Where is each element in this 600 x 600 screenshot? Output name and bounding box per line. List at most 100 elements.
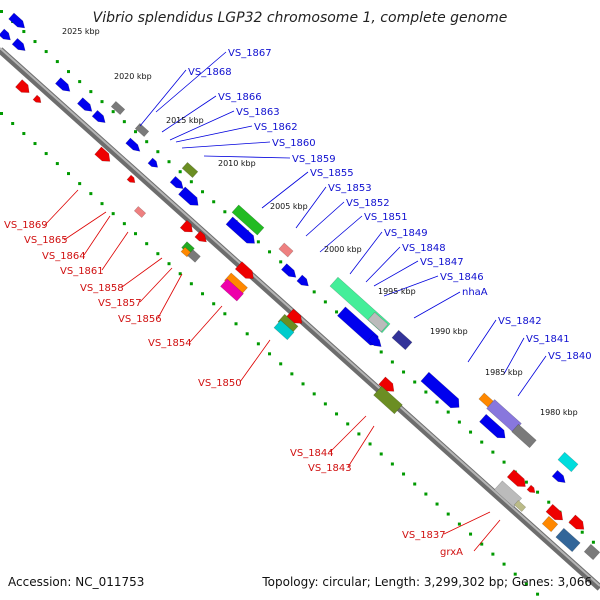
gene-label[interactable]: VS_1843 <box>308 463 352 474</box>
gene-feature[interactable] <box>0 28 13 43</box>
gene-feature[interactable] <box>281 263 298 281</box>
gene-feature[interactable] <box>493 480 523 508</box>
gene-feature[interactable] <box>420 371 463 412</box>
leader-line <box>473 519 501 552</box>
guide-dot <box>212 200 216 204</box>
gene-label[interactable]: VS_1855 <box>310 168 354 179</box>
gene-feature[interactable] <box>178 186 201 209</box>
gene-label[interactable]: VS_1857 <box>98 298 142 309</box>
gene-label[interactable]: VS_1854 <box>148 338 192 349</box>
guide-dot <box>156 252 160 256</box>
gene-feature[interactable] <box>77 97 94 115</box>
gene-feature[interactable] <box>479 413 508 441</box>
gene-feature[interactable] <box>545 503 566 523</box>
guide-dot <box>167 160 171 164</box>
gene-feature[interactable] <box>506 469 529 491</box>
gene-feature[interactable] <box>32 94 43 105</box>
guide-dot <box>491 450 495 454</box>
gene-feature[interactable] <box>133 206 147 218</box>
gene-feature[interactable] <box>583 543 600 561</box>
gene-feature[interactable] <box>231 204 265 236</box>
gene-label[interactable]: VS_1847 <box>420 257 464 268</box>
gene-label[interactable]: VS_1846 <box>440 272 484 283</box>
gene-feature[interactable] <box>110 101 126 115</box>
gene-feature[interactable] <box>11 37 28 53</box>
gene-label[interactable]: nhaA <box>462 287 488 298</box>
gene-feature[interactable] <box>225 216 258 247</box>
gene-label[interactable]: VS_1849 <box>384 228 428 239</box>
gene-label[interactable]: VS_1850 <box>198 378 242 389</box>
gene-label[interactable]: VS_1866 <box>218 92 262 103</box>
gene-feature[interactable] <box>125 137 143 154</box>
gene-label[interactable]: VS_1841 <box>526 334 570 345</box>
guide-dot <box>446 410 450 414</box>
gene-label[interactable]: VS_1856 <box>118 314 162 325</box>
leader-line <box>169 110 235 141</box>
gene-feature[interactable] <box>296 274 311 289</box>
gene-feature[interactable] <box>541 515 559 533</box>
gene-label[interactable]: VS_1852 <box>346 198 390 209</box>
gene-label[interactable]: VS_1864 <box>42 251 86 262</box>
gene-feature[interactable] <box>568 514 588 533</box>
gene-label[interactable]: VS_1865 <box>24 235 68 246</box>
gene-feature[interactable] <box>126 174 137 185</box>
gene-label[interactable]: VS_1842 <box>498 316 542 327</box>
leader-line <box>181 141 271 149</box>
gene-label[interactable]: VS_1869 <box>4 220 48 231</box>
tick-label: 2000 kbp <box>324 245 362 254</box>
guide-dot <box>547 500 551 504</box>
gene-label[interactable]: grxA <box>440 547 463 558</box>
gene-feature[interactable] <box>551 469 568 485</box>
tick-label: 1990 kbp <box>430 327 468 336</box>
guide-dot <box>524 582 528 586</box>
gene-feature[interactable] <box>180 246 192 258</box>
gene-label[interactable]: VS_1868 <box>188 67 232 78</box>
gene-feature[interactable] <box>478 392 494 408</box>
guide-dot <box>178 170 182 174</box>
gene-feature[interactable] <box>55 77 72 95</box>
gene-label[interactable]: VS_1867 <box>228 48 272 59</box>
gene-feature[interactable] <box>91 109 108 125</box>
gene-label[interactable]: VS_1860 <box>272 138 316 149</box>
guide-dot <box>256 342 260 346</box>
gene-feature[interactable] <box>194 230 209 245</box>
gene-feature[interactable] <box>187 249 201 263</box>
guide-dot <box>33 142 37 146</box>
accession-text: Accession: NC_011753 <box>8 575 144 589</box>
gene-feature[interactable] <box>526 484 537 495</box>
guide-dot <box>502 562 506 566</box>
gene-feature[interactable] <box>273 319 295 341</box>
gene-feature[interactable] <box>181 161 199 179</box>
gene-feature[interactable] <box>147 157 160 170</box>
gene-label[interactable]: VS_1848 <box>402 243 446 254</box>
gene-label[interactable]: VS_1858 <box>80 283 124 294</box>
gene-label[interactable]: VS_1853 <box>328 183 372 194</box>
gene-label[interactable]: VS_1840 <box>548 351 592 362</box>
gene-feature[interactable] <box>134 123 150 137</box>
gene-feature[interactable] <box>555 527 581 553</box>
gene-feature[interactable] <box>234 261 257 283</box>
guide-dot <box>201 190 205 194</box>
gene-feature[interactable] <box>511 423 537 449</box>
gene-label[interactable]: VS_1861 <box>60 266 104 277</box>
gene-label[interactable]: VS_1844 <box>290 448 334 459</box>
gene-label[interactable]: VS_1862 <box>254 122 298 133</box>
gene-feature[interactable] <box>220 278 244 302</box>
gene-feature[interactable] <box>169 175 186 191</box>
leader-line <box>365 246 401 283</box>
gene-feature[interactable] <box>367 311 389 333</box>
gene-feature[interactable] <box>94 146 114 165</box>
gene-feature[interactable] <box>278 242 294 258</box>
gene-feature[interactable] <box>373 385 403 415</box>
gene-label[interactable]: VS_1859 <box>292 154 336 165</box>
gene-feature[interactable] <box>179 219 196 235</box>
gene-feature[interactable] <box>513 500 527 512</box>
gene-feature[interactable] <box>8 12 28 31</box>
gene-feature[interactable] <box>391 329 413 351</box>
gene-label[interactable]: VS_1863 <box>236 107 280 118</box>
gene-label[interactable]: VS_1851 <box>364 212 408 223</box>
gene-label[interactable]: VS_1837 <box>402 530 446 541</box>
gene-feature[interactable] <box>557 451 579 473</box>
gene-feature[interactable] <box>367 333 384 349</box>
gene-feature[interactable] <box>15 79 32 97</box>
